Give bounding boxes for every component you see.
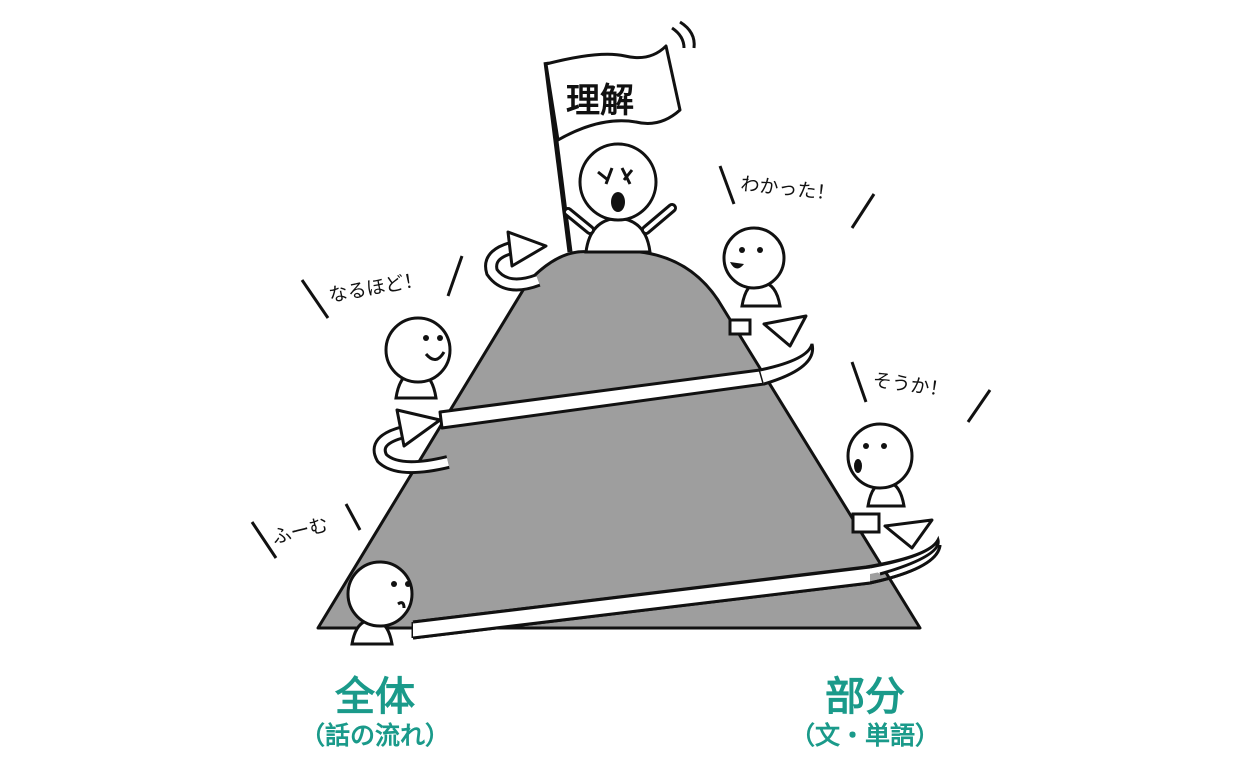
spiral-band-bottom (411, 535, 942, 640)
arrow-head-left-middle (395, 408, 442, 448)
speech-fumu-text: ふーむ (270, 514, 331, 549)
label-part-sub: （文・単語） (789, 721, 940, 750)
person-souka (846, 422, 914, 508)
flag-label: 理解 (566, 81, 634, 121)
speech-naruhodo: なるほど！ (300, 255, 464, 319)
speech-souka: そうか！ (850, 361, 992, 423)
label-whole-sub: （話の流れ） (299, 721, 450, 750)
arrow-head-right-bottom (883, 518, 934, 550)
speech-fumu: ふーむ (250, 503, 362, 559)
arrow-tail-right-upper (728, 318, 752, 336)
speech-wakatta: わかった！ (718, 165, 876, 229)
speech-souka-text: そうか！ (871, 369, 949, 401)
arrow-tail-right-bottom (851, 512, 881, 534)
person-wakatta (722, 226, 786, 308)
flag-motion-lines (671, 20, 696, 49)
arrow-head-left-upper (506, 230, 548, 268)
speech-wakatta-text: わかった！ (739, 173, 836, 205)
person-fumu (346, 560, 414, 646)
label-part: 部分 (825, 674, 905, 720)
label-whole: 全体 (335, 674, 415, 720)
arrow-head-right-upper (762, 314, 808, 348)
flag (544, 44, 682, 142)
spiral-band-middle (438, 343, 815, 430)
person-naruhodo (384, 316, 452, 400)
speech-naruhodo-text: なるほど！ (327, 269, 424, 307)
person-top-cheering (563, 142, 677, 254)
